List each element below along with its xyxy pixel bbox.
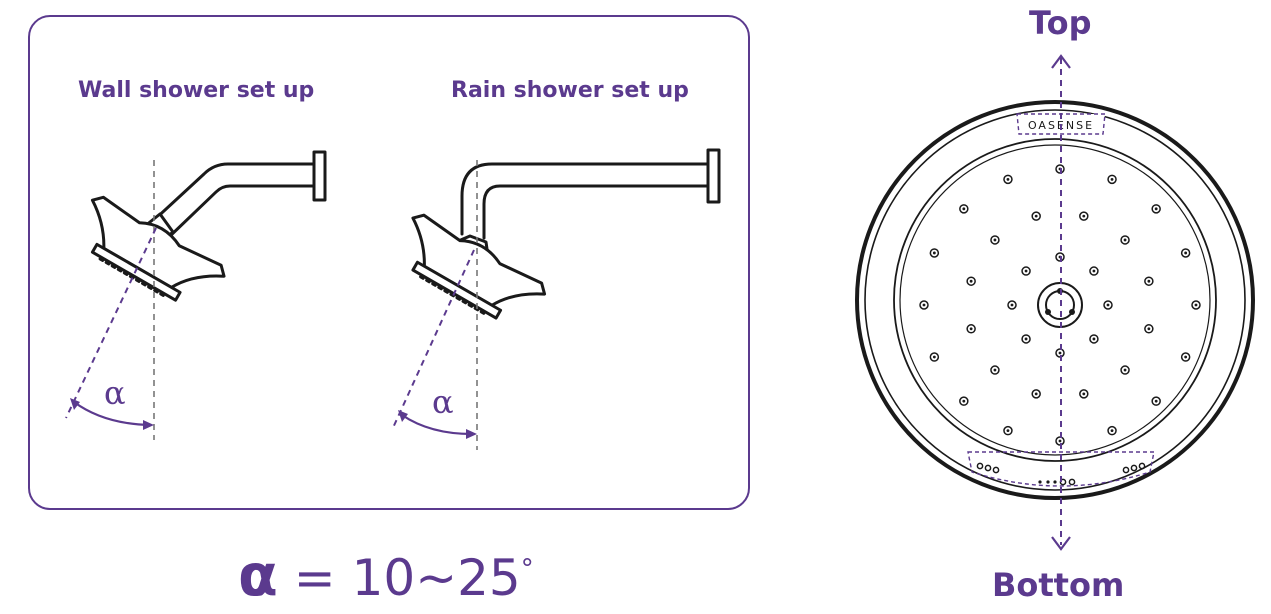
nozzle-dot <box>1010 303 1014 307</box>
nozzle-dot <box>1082 214 1086 218</box>
nozzle-dot <box>962 399 966 403</box>
nozzle <box>1120 235 1130 245</box>
nozzle <box>1007 300 1017 310</box>
nozzle <box>1151 204 1161 214</box>
formula-unit: ° <box>520 554 534 584</box>
nozzle <box>929 352 940 362</box>
formula-range: 10~25 <box>351 549 521 607</box>
nozzle-dot <box>1082 392 1086 396</box>
rain-angle-guides <box>391 160 478 450</box>
wall-shower-illustration <box>90 150 327 302</box>
bottom-label: Bottom <box>992 566 1125 604</box>
nozzle-dot <box>969 279 973 283</box>
wall-setup-label: Wall shower set up <box>78 78 315 103</box>
nozzle <box>1021 334 1031 344</box>
nozzle <box>1089 266 1099 276</box>
nozzle <box>1089 334 1099 344</box>
nozzle-dot <box>1058 439 1062 443</box>
nozzle <box>990 365 1000 375</box>
nozzle <box>1191 300 1201 310</box>
nozzle-dot <box>1184 251 1188 255</box>
nozzle-dot <box>1110 429 1114 433</box>
nozzle-dot <box>1123 238 1127 242</box>
nozzle-dot <box>1154 399 1158 403</box>
nozzle-dot <box>922 303 926 307</box>
setup-panel <box>28 15 750 510</box>
nozzle-dot <box>1034 214 1038 218</box>
nozzle <box>1031 211 1041 221</box>
nozzle-dot <box>1106 303 1110 307</box>
angle-alpha-label-wall: α <box>104 374 126 412</box>
nozzle <box>990 235 1000 245</box>
nozzle-dot <box>1092 337 1096 341</box>
nozzle-dot <box>1024 269 1028 273</box>
nozzle <box>1021 266 1031 276</box>
nozzle <box>1107 174 1117 185</box>
angle-alpha-label-rain: α <box>432 383 454 421</box>
nozzle-dot <box>1058 351 1062 355</box>
formula-symbol: α <box>238 541 278 609</box>
nozzle-dot <box>1147 327 1151 331</box>
nozzle <box>929 248 940 258</box>
nozzle <box>1103 300 1113 310</box>
nozzle <box>1151 396 1161 406</box>
nozzle <box>1003 174 1013 185</box>
nozzle-grid <box>919 164 1201 446</box>
nozzle <box>1180 248 1191 258</box>
nozzle-dot <box>962 207 966 211</box>
nozzle <box>1107 425 1117 436</box>
nozzle-dot <box>993 238 997 242</box>
nozzle-dot <box>993 368 997 372</box>
nozzle-dot <box>1006 429 1010 433</box>
nozzle-dot <box>1123 368 1127 372</box>
rain-setup-label: Rain shower set up <box>451 78 689 103</box>
nozzle-dot <box>1194 303 1198 307</box>
nozzle-dot <box>1024 337 1028 341</box>
nozzle-dot <box>969 327 973 331</box>
nozzle-dot <box>1092 269 1096 273</box>
nozzle <box>1180 352 1191 362</box>
nozzle <box>1120 365 1130 375</box>
formula-equals: = <box>293 549 336 607</box>
nozzle <box>919 300 929 310</box>
nozzle-dot <box>1147 279 1151 283</box>
nozzle <box>966 276 976 286</box>
nozzle <box>1144 276 1154 286</box>
nozzle-dot <box>932 355 936 359</box>
nozzle <box>1003 425 1013 436</box>
nozzle-dot <box>1006 177 1010 181</box>
nozzle <box>959 204 969 214</box>
nozzle <box>1079 211 1089 221</box>
nozzle <box>1031 389 1041 399</box>
angle-formula: α = 10~25° <box>238 546 534 607</box>
nozzle <box>1144 324 1154 334</box>
nozzle <box>1079 389 1089 399</box>
shower-head-front-view: OASENSE <box>855 54 1255 551</box>
nozzle-dot <box>1184 355 1188 359</box>
nozzle <box>959 396 969 406</box>
rain-shower-illustration <box>411 148 721 320</box>
nozzle-dot <box>1154 207 1158 211</box>
top-label: Top <box>1029 4 1092 42</box>
nozzle-dot <box>1034 392 1038 396</box>
wall-angle-guides <box>65 160 157 440</box>
nozzle-dot <box>1110 177 1114 181</box>
nozzle-dot <box>932 251 936 255</box>
nozzle <box>966 324 976 334</box>
